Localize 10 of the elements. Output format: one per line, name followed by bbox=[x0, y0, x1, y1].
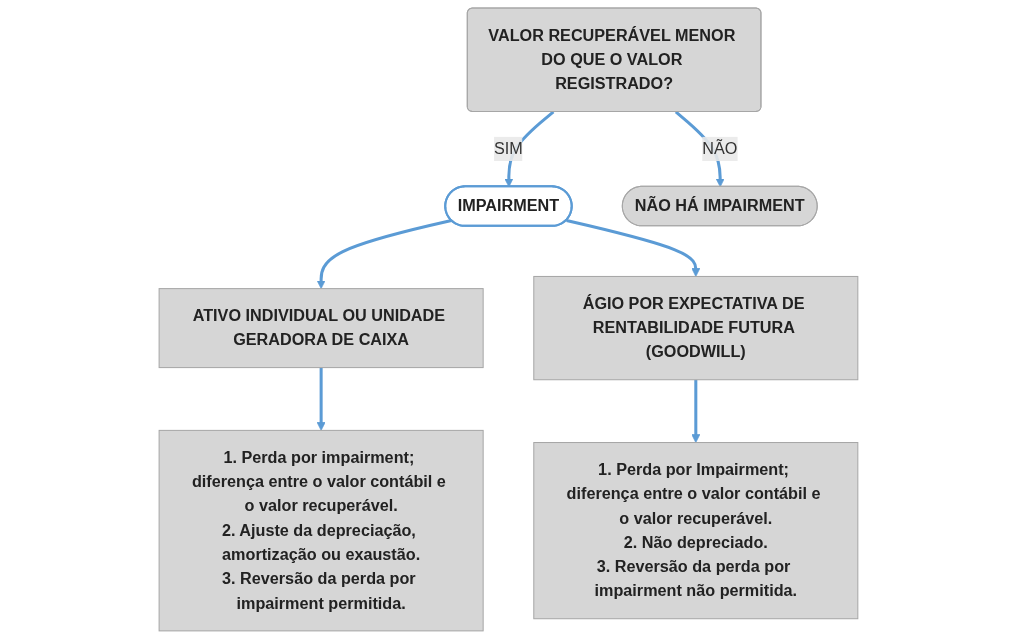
edge-label: SIM bbox=[493, 139, 523, 157]
arrow bbox=[565, 218, 700, 277]
node-box: ATIVO INDIVIDUAL OU UNIDADE GERADORA DE CAIXA bbox=[158, 288, 484, 369]
arrow bbox=[316, 367, 326, 431]
node-box: 1. Perda por impairment; diferença entre o valor contábil e o valor recuperável. 2. Ajuste da depreciação, amortização ou exaustão. 3. Reversão da perda por impairment permitida. bbox=[158, 429, 484, 632]
arrow bbox=[316, 218, 452, 289]
node-box: ÁGIO POR EXPECTATIVA DE RENTABILIDADE FUTURA (GOODWILL) bbox=[532, 275, 858, 381]
edge-label: NÃO bbox=[701, 139, 737, 157]
arrow bbox=[690, 379, 700, 443]
node-box: 1. Perda por Impairment; diferença entre o valor contábil e o valor recuperável. 2. Não depreciado. 3. Reversão da perda por impairment não permitida. bbox=[532, 442, 858, 620]
